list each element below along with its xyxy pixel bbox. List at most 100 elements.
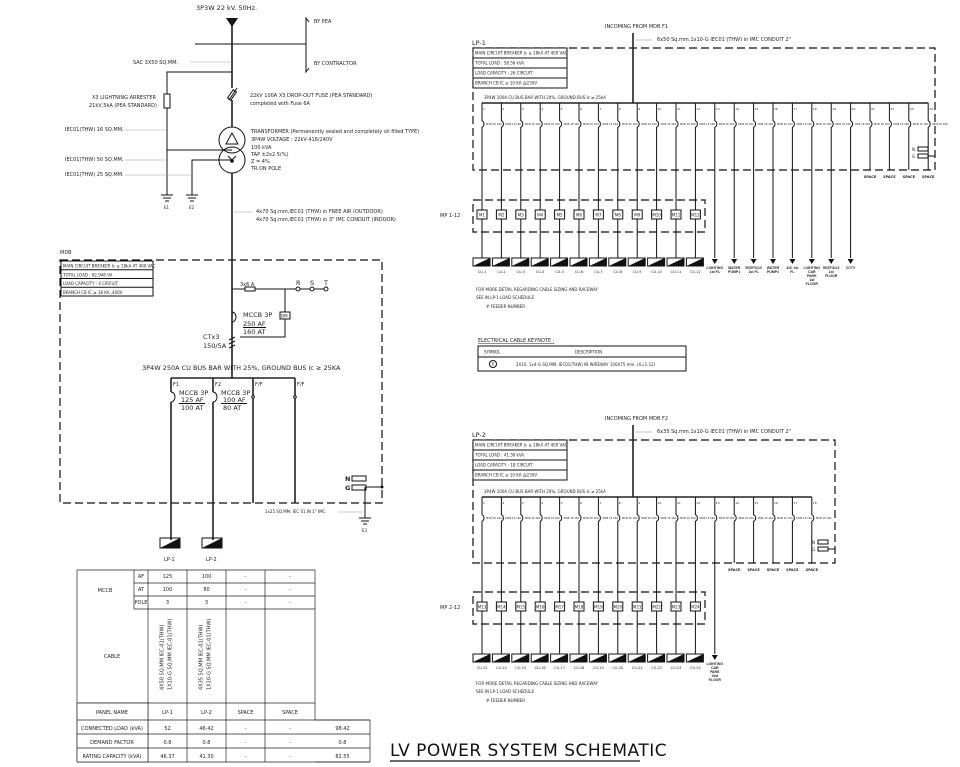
mcb-rating: MCB 1P 16A [544, 122, 560, 126]
feeder-symbol-frame [511, 653, 530, 663]
feeder-symbol-frame [550, 257, 569, 267]
feeder-number: CU-16 [535, 666, 546, 670]
mcb-rating: MCB 1P 16A [816, 122, 832, 126]
feeder-name: F2 [215, 382, 221, 388]
table-cell: LP-2 [201, 710, 212, 716]
load-label-line: LIGHTING [804, 266, 821, 270]
main-mccb-at: 160 AT [243, 328, 265, 336]
table-cell: 80 [203, 587, 209, 593]
neutral-bus-icon [917, 146, 929, 152]
panel-symbol-icon [160, 538, 180, 548]
circuit-number: 18 [813, 501, 817, 505]
feeder-number: CU-19 [593, 666, 604, 670]
mcb-icon [675, 120, 679, 128]
mcb-icon [850, 120, 854, 128]
circuit-number: 3 [522, 501, 524, 505]
load-label-line: 1st FL [748, 270, 759, 274]
load-arrow-icon [711, 259, 718, 264]
feeder-number-note: # FEEDER NUMBER [486, 698, 525, 703]
ct-label: CTx3 [203, 333, 220, 341]
motor-label: M24 [691, 605, 700, 610]
panel-enclosure [472, 47, 936, 171]
circuit-number: 14 [735, 501, 739, 505]
feeder-symbol-frame [685, 257, 704, 267]
motor-label: M12 [691, 213, 700, 218]
feeder-number: CU-6 [575, 270, 584, 274]
motor-label: M22 [652, 605, 661, 610]
mcb-icon [617, 514, 621, 522]
arrester-label-1: X3 LIGHTNING ARRESTER [92, 95, 156, 101]
feeder-number: CU-15 [515, 666, 526, 670]
feeder-number: CU-22 [651, 666, 662, 670]
mccb-at: 80 AT [223, 404, 241, 412]
mcb-rating: MCB 1P 16A [564, 122, 580, 126]
mcb-rating: MCB 1P 16A [796, 122, 812, 126]
load-arrow-icon [750, 259, 757, 264]
mcb-rating: MCB 1P 16A [602, 516, 618, 520]
table-cell: 100 [202, 574, 212, 580]
circuit-number: 7 [599, 107, 601, 111]
motor-label: M8 [615, 213, 621, 218]
load-label-line: 1st [829, 270, 835, 274]
circuit-number: 16 [774, 501, 778, 505]
mcb-icon [578, 514, 582, 522]
circuit-number: 2 [502, 107, 504, 111]
at-header: AT [138, 587, 145, 593]
mcb-icon [889, 120, 892, 128]
mp-enclosure [472, 591, 706, 625]
table-cell: - [289, 740, 291, 746]
incoming-cable-label: 6x35 Sq.mm,1x10-G IEC01 (THW) in IMC CON… [657, 429, 791, 435]
circuit-number: 8 [619, 107, 621, 111]
cable-spec: 4X35 SQ.MM IEC-01(THW) [199, 625, 205, 690]
mcb-rating: MCB 1P 16A [777, 516, 793, 520]
info-line: MAIN CIRCUIT BREAKER Ic ≥ 18kA AT 400 VA… [63, 264, 156, 269]
circuit-number: 1 [483, 107, 485, 111]
info-line: MAIN CIRCUIT BREAKER Ic ≥ 18kA AT 400 VA… [475, 443, 568, 448]
main-mccb-icon [231, 311, 237, 323]
mcb-rating: MCB 1P 16A [738, 122, 754, 126]
cable-spec: 1X10-G SQ.MM IEC-01(THW) [207, 619, 213, 690]
dm-label: DM [281, 314, 288, 319]
load-label-line: WATER [728, 266, 741, 270]
circuit-number: 14 [735, 107, 739, 111]
mcb-icon [501, 120, 504, 128]
info-line: BRANCH CB IC ≥ 10 KA @230V [475, 473, 537, 478]
arrester-label-2: 21kV,5kA (PEA STANDARD) [89, 103, 157, 109]
load-label-line: PARK [710, 670, 720, 674]
feeder-symbol-frame [608, 653, 627, 663]
motor-label: M6 [576, 213, 582, 218]
circuit-number: 13 [716, 501, 720, 505]
motor-label: M18 [575, 605, 584, 610]
mcb-rating: MCB 1P 16A [699, 122, 715, 126]
iec50-label: IEC01(THW) 50 SQ.MM. [65, 157, 124, 163]
circuit-number: 15 [755, 501, 759, 505]
mcb-icon [908, 120, 912, 128]
table-label-bg [77, 703, 148, 762]
load-label-line: FLOOR [806, 282, 819, 286]
rating-header: RATING CAPACITY (kVA) [83, 754, 142, 760]
circuit-number: 2 [502, 501, 504, 505]
feeder-symbol-icon [492, 258, 510, 266]
load-arrow-icon [828, 259, 835, 264]
feeder-symbol-icon [647, 654, 665, 662]
mcb-rating: MCB 1P 16A [641, 516, 657, 520]
panel-enclosure [472, 439, 836, 564]
mcb-icon [559, 514, 563, 522]
space-label: SPACE [786, 568, 799, 572]
mcb-rating: MCB 1P 16A [641, 122, 657, 126]
feeder-number: CU-5 [555, 270, 564, 274]
terminal-icon [323, 286, 329, 292]
ground-dot [380, 485, 384, 489]
panel-symbol-frame [159, 537, 181, 549]
feeder-symbol-icon [531, 258, 549, 266]
mcb-rating: MCB 1P 16A [505, 516, 521, 520]
phase-label: R [296, 279, 301, 287]
ground-icon [186, 194, 198, 202]
mcb-icon [656, 514, 660, 522]
mp-label: MP 1-12 [440, 213, 460, 219]
mcb-icon [501, 514, 504, 522]
circuit-number: 23 [910, 107, 914, 111]
